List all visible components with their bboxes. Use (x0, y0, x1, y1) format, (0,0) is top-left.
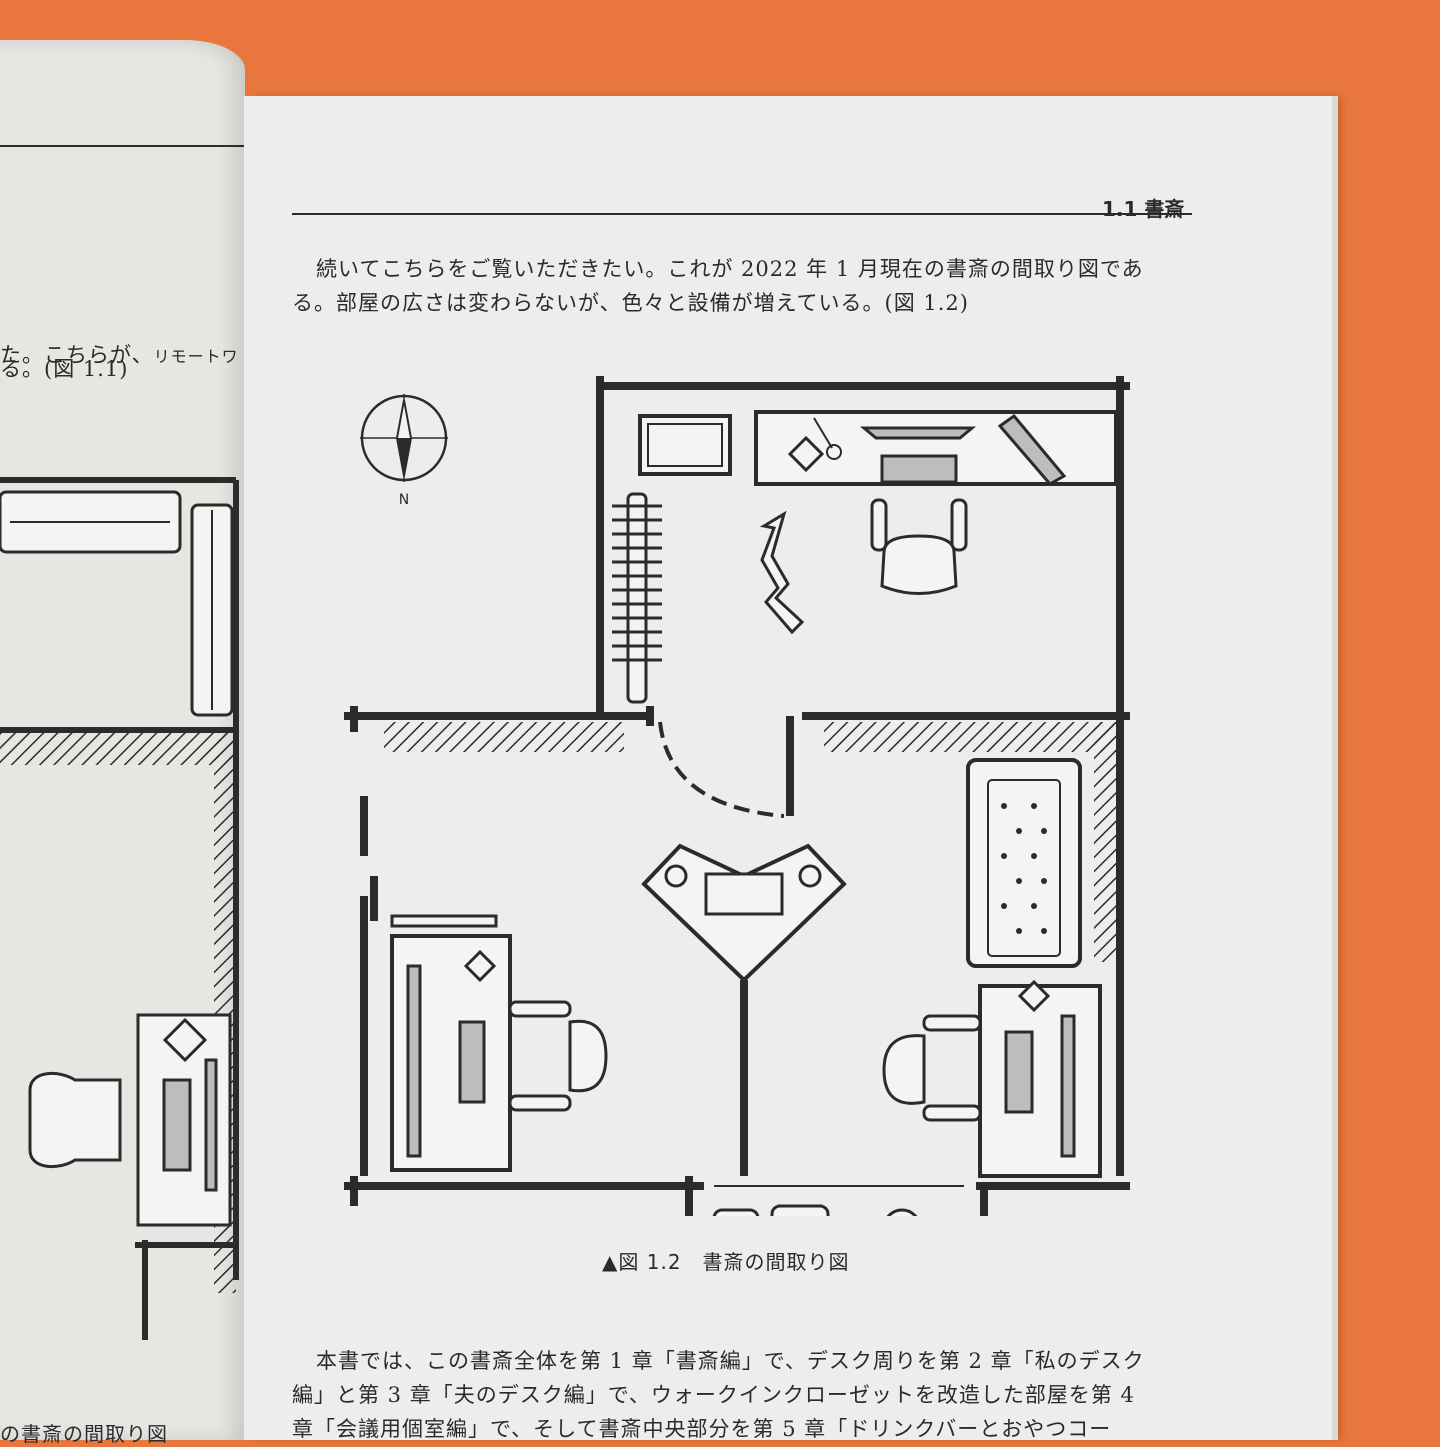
header-rule (292, 213, 1192, 215)
floor-plan: N (344, 376, 1130, 1216)
outro-line-2: 編」と第 3 章「夫のデスク編」で、ウォークインクローゼットを改造した部屋を第 … (292, 1383, 1135, 1407)
left-page: た。こちらが、リモートワ る。(図 1.1) (0, 40, 245, 1446)
intro-line-2: る。部屋の広さは変わらないが、色々と設備が増えている。(図 1.2) (292, 291, 969, 315)
right-page: 1.1 書斎 続いてこちらをご覧いただきたい。これが 2022 年 1 月現在の… (244, 96, 1332, 1441)
outro-line-3: 章「会議用個室編」で、そして書斎中央部分を第 5 章「ドリンクバーとおやつコー (292, 1417, 1112, 1441)
left-figure-caption: の書斎の間取り図 (0, 1422, 168, 1446)
intro-line-1: 続いてこちらをご覧いただきたい。これが 2022 年 1 月現在の書斎の間取り図… (316, 257, 1144, 281)
left-floor-plan (0, 477, 239, 1340)
left-line-1: た。こちらが、リモートワ (0, 343, 239, 367)
left-page-top-rule (0, 145, 245, 147)
section-header: 1.1 書斎 (1102, 197, 1185, 221)
compass-icon (360, 394, 448, 482)
outro-line-1: 本書では、この書斎全体を第 1 章「書斎編」で、デスク周りを第 2 章「私のデス… (316, 1349, 1145, 1373)
left-line-2: る。(図 1.1) (0, 357, 129, 381)
compass-label: N (399, 492, 409, 508)
figure-caption: ▲図 1.2 書斎の間取り図 (602, 1250, 850, 1274)
